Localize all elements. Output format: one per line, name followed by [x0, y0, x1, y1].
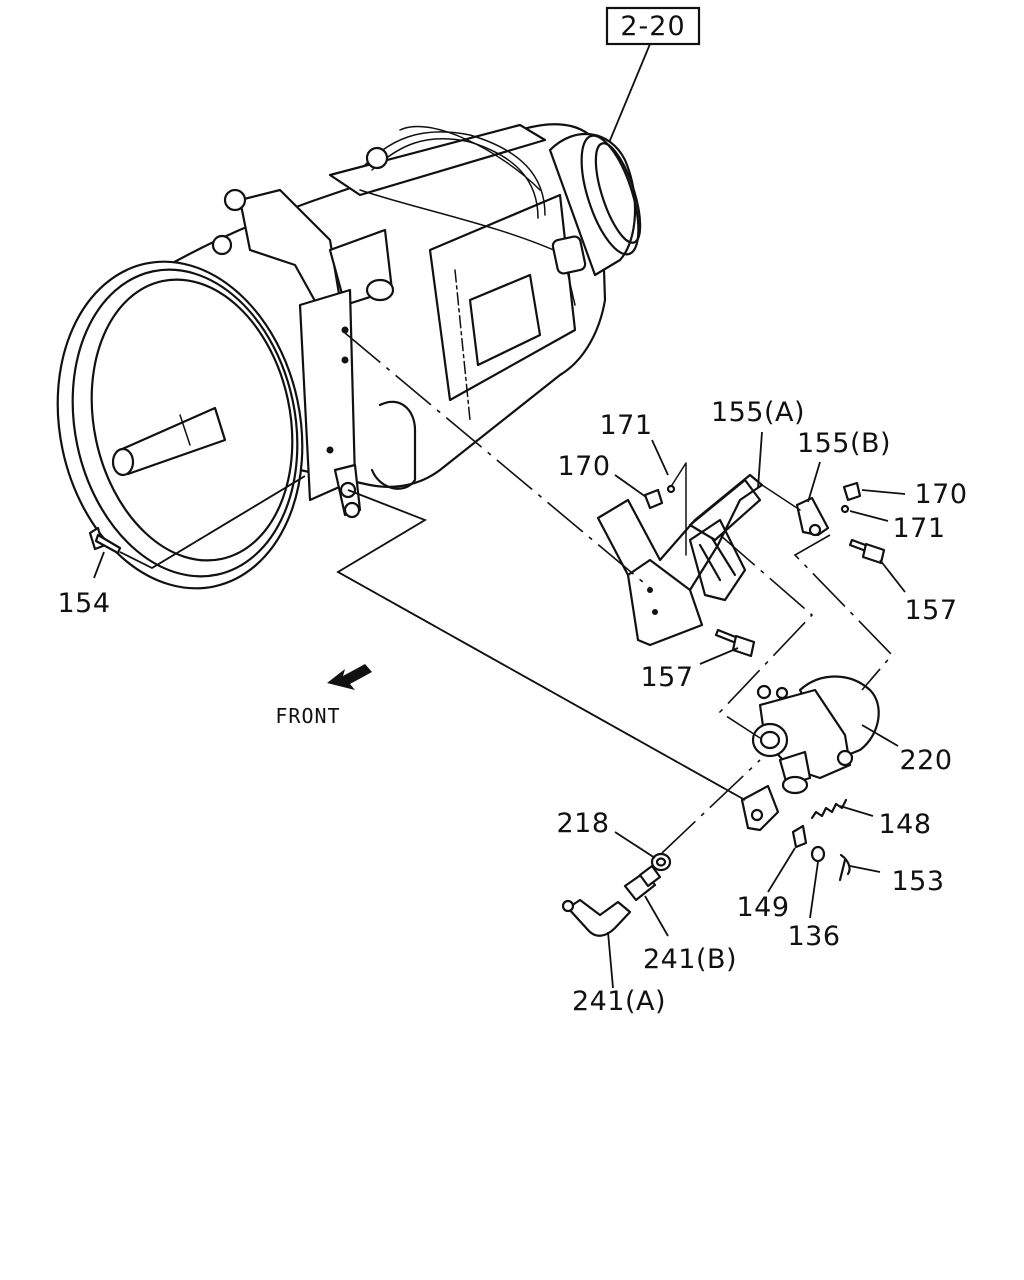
label-136[interactable]: 136: [787, 921, 840, 952]
bolt-154[interactable]: [88, 526, 122, 555]
spring-148[interactable]: [810, 798, 848, 820]
part-labels: 154 155(A) 155(B) 171 170 170 171 157 15…: [57, 397, 967, 1017]
clevis-pin-149[interactable]: [791, 824, 808, 849]
cotter-pin-153[interactable]: [838, 853, 851, 882]
reference-label: 2-20: [620, 11, 685, 42]
nut-170-left[interactable]: [643, 488, 664, 510]
reference-box[interactable]: 2-20: [605, 6, 701, 46]
valve-assembly-220[interactable]: [751, 675, 880, 795]
washer-171-left[interactable]: [666, 484, 676, 494]
connector-241b[interactable]: [623, 864, 662, 902]
label-154[interactable]: 154: [57, 588, 110, 619]
transmission-assembly[interactable]: [28, 123, 650, 611]
o-ring-218[interactable]: [650, 852, 672, 872]
front-direction-indicator: FRONT: [275, 664, 372, 728]
bracket-155b[interactable]: [795, 496, 830, 537]
nut-170-right[interactable]: [842, 481, 862, 502]
label-157-right[interactable]: 157: [904, 595, 957, 626]
label-155b[interactable]: 155(B): [797, 428, 891, 459]
washer-171-right[interactable]: [840, 504, 850, 514]
label-149[interactable]: 149: [736, 892, 789, 923]
lever-arm[interactable]: [740, 784, 780, 832]
elbow-241a[interactable]: [561, 898, 632, 937]
bolt-157-right[interactable]: [848, 538, 886, 565]
label-155a[interactable]: 155(A): [711, 397, 805, 428]
label-241b[interactable]: 241(B): [643, 944, 737, 975]
label-218[interactable]: 218: [556, 808, 609, 839]
label-157-center[interactable]: 157: [640, 662, 693, 693]
front-arrow-icon: [327, 664, 372, 690]
reference-leader: [605, 43, 651, 151]
bracket-155a[interactable]: [596, 473, 764, 647]
bolt-157-center[interactable]: [714, 628, 756, 658]
label-241a[interactable]: 241(A): [572, 986, 666, 1017]
front-label: FRONT: [275, 704, 340, 728]
label-170-right[interactable]: 170: [914, 479, 967, 510]
label-171-right[interactable]: 171: [892, 513, 945, 544]
label-171-left[interactable]: 171: [599, 410, 652, 441]
washer-136[interactable]: [810, 845, 826, 863]
output-flange: [548, 132, 637, 277]
label-153[interactable]: 153: [891, 866, 944, 897]
assembly-lines: [119, 332, 894, 854]
leaders: [93, 431, 906, 989]
label-220[interactable]: 220: [899, 745, 952, 776]
label-170-left[interactable]: 170: [557, 451, 610, 482]
label-148[interactable]: 148: [878, 809, 931, 840]
